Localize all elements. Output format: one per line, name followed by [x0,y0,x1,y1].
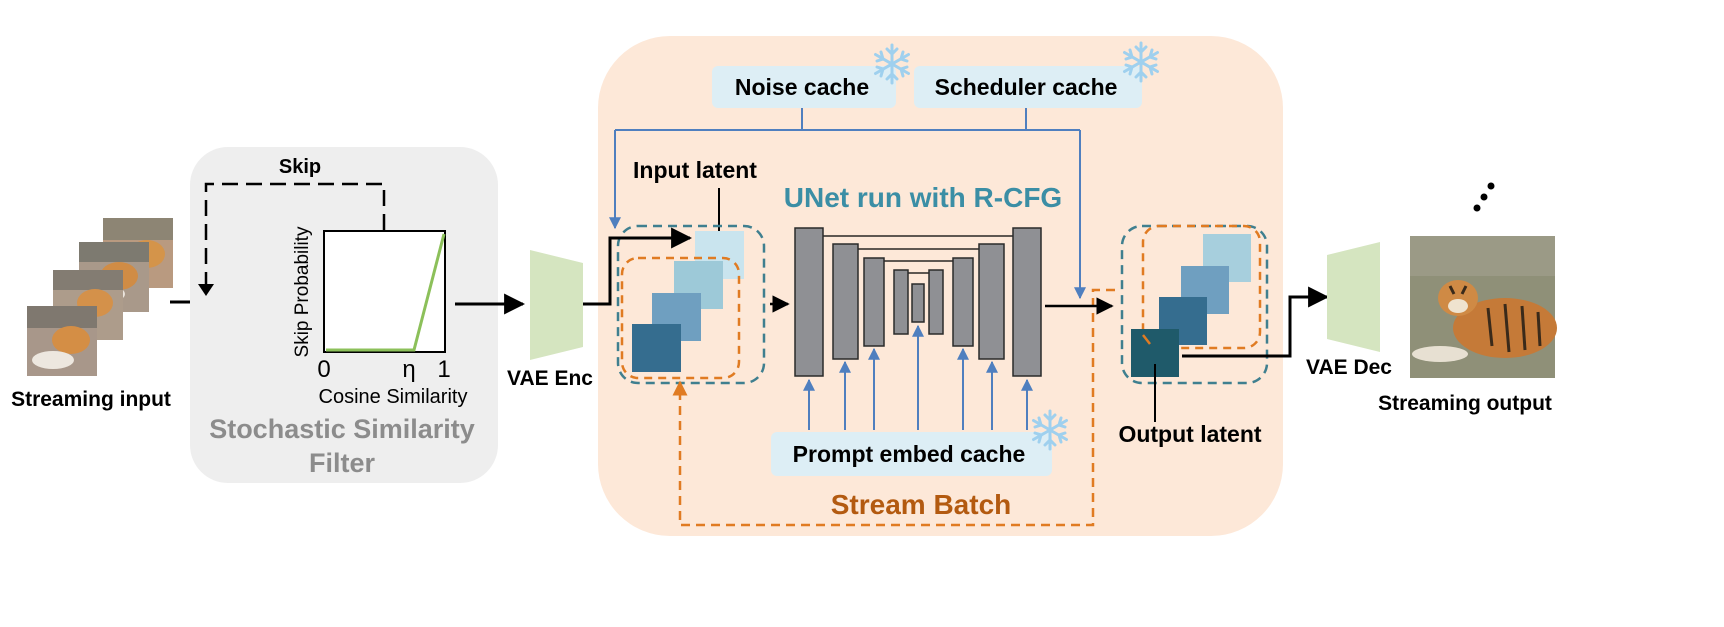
skip-probability-plot [323,230,446,353]
unet-title: UNet run with R-CFG [784,182,1062,213]
scheduler-cache-box [914,66,1142,108]
streaming-output-image [1410,236,1557,378]
prompt-embed-cache-box [771,432,1052,476]
input-latent-square [632,324,681,372]
output-latent-label: Output latent [1118,421,1261,447]
unet-block [1012,227,1042,377]
output-latent-orange-corner [1142,334,1151,345]
prompt-embed-cache-label: Prompt embed cache [793,441,1026,467]
vae-decoder-shape [1327,242,1380,352]
vae-enc-to-latent-arrow [583,227,693,306]
vae-enc-label: VAE Enc [507,367,593,390]
filter-title-line1: Stochastic Similarity [209,414,475,444]
ellipsis-icon [1473,182,1495,212]
stream-batch-title: Stream Batch [831,489,1012,520]
streaming-output-label: Streaming output [1378,392,1552,415]
unet-block [911,283,925,323]
skip-dashed-path [204,182,386,294]
unet-block [863,257,885,347]
input-latent-orange-group [620,256,741,380]
scheduler-cache-label: Scheduler cache [935,74,1118,100]
unet-block [794,227,824,377]
vae-dec-label: VAE Dec [1306,356,1392,379]
unet [794,227,1042,377]
unet-block [978,243,1005,360]
input-latent-label: Input latent [633,157,757,183]
skip-probability-axis-label: Skip Probability [292,226,313,357]
unet-block [952,257,974,347]
noise-cache-label: Noise cache [735,74,869,100]
stream-batch-feedback-loop [672,288,1115,527]
unet-block [893,269,909,335]
cache-distribution-lines [609,108,1086,300]
unet-block [928,269,944,335]
filter-title-line2: Filter [309,448,376,478]
input-latent-teal-group [616,224,766,385]
skip-label: Skip [279,156,321,178]
input-frame [27,306,97,376]
streaming-input-label: Streaming input [11,388,171,411]
skip-probability-curve [326,233,446,352]
output-latent-orange-group [1141,224,1262,350]
skip-arrowhead [198,284,214,296]
tick-0: 0 [317,356,330,383]
tick-1: 1 [437,356,450,383]
noise-cache-box [712,66,896,108]
tick-eta: η [402,356,415,383]
prompt-embed-arrows [803,324,1033,430]
unet-block [832,243,859,360]
streaming-input-frames [27,218,173,376]
cosine-similarity-axis-label: Cosine Similarity [319,386,468,408]
vae-encoder-shape [530,250,583,360]
output-latent-to-vae-dec-arrow [1182,286,1330,358]
unet-skip-connections [823,235,1013,274]
